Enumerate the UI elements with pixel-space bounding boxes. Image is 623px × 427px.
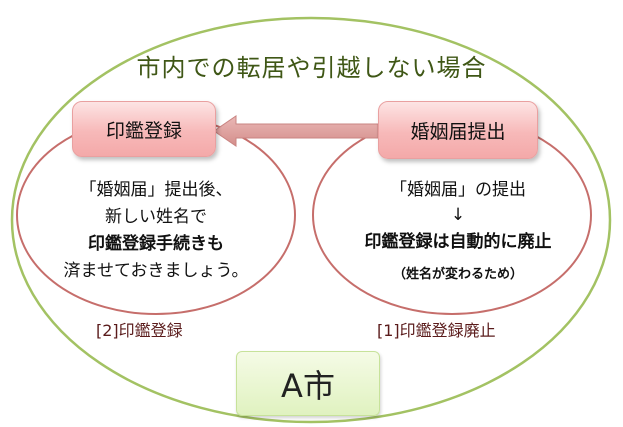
left-caption: [2]印鑑登録	[96, 321, 183, 340]
left-line-4: 済ませておきましょう。	[63, 261, 249, 281]
inkan-touroku-box: 印鑑登録	[72, 101, 216, 157]
diagram-title: 市内での転居や引越しない場合	[136, 54, 487, 82]
right-note: （姓名が変わるため）	[392, 267, 523, 282]
right-line-2: 印鑑登録は自動的に廃止	[364, 232, 552, 252]
left-line-3: 印鑑登録手続きも	[88, 234, 224, 254]
inkan-touroku-label: 印鑑登録	[105, 119, 182, 142]
left-line-2: 新しい姓名で	[105, 207, 207, 227]
konin-todoke-label: 婚姻届提出	[410, 120, 506, 143]
konin-todoke-box: 婚姻届提出	[378, 101, 538, 159]
transfer-arrow	[213, 115, 379, 147]
right-line-1: 「婚姻届」の提出	[390, 180, 526, 200]
down-arrow: ↓	[450, 205, 466, 225]
city-label: A市	[281, 366, 335, 405]
right-caption: [1]印鑑登録廃止	[377, 321, 496, 340]
left-line-1: 「婚姻届」提出後、	[79, 180, 233, 200]
outer-ellipse	[10, 16, 612, 424]
city-box: A市	[236, 351, 380, 416]
